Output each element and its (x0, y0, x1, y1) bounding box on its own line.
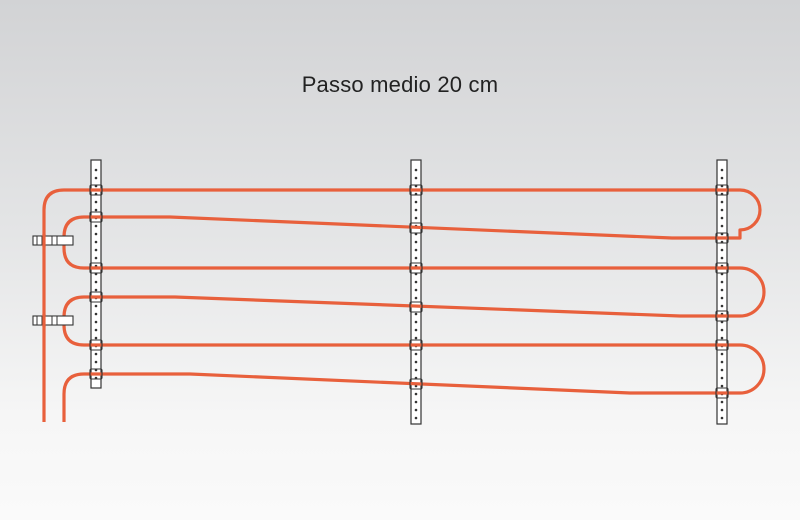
rail-hole (720, 328, 724, 332)
rail-hole (720, 280, 724, 284)
rail-hole (94, 280, 98, 284)
rail-hole (720, 208, 724, 212)
rail-hole (94, 248, 98, 252)
rail-hole (94, 360, 98, 364)
rail-hole (414, 288, 418, 292)
rail-hole (720, 336, 724, 340)
rail-hole (720, 360, 724, 364)
rail-hole (94, 352, 98, 356)
rail-hole (414, 408, 418, 412)
rail-hole (414, 392, 418, 396)
rail-hole (720, 408, 724, 412)
rail-hole (94, 256, 98, 260)
rail-hole (414, 240, 418, 244)
rail-hole (720, 384, 724, 388)
rail-hole (414, 320, 418, 324)
pipe-clip (89, 368, 103, 380)
rail-hole (94, 208, 98, 212)
pipe-clip (409, 378, 423, 390)
rail-hole (414, 296, 418, 300)
rail-hole (94, 168, 98, 172)
rail-hole (94, 240, 98, 244)
pipe-clip (89, 211, 103, 223)
pipe-clip (715, 262, 729, 274)
rail-hole (720, 400, 724, 404)
pipe-clip (89, 291, 103, 303)
rail-hole (94, 304, 98, 308)
pipe-clip (89, 262, 103, 274)
rail-hole (414, 368, 418, 372)
rail-hole (94, 328, 98, 332)
rail-hole (414, 360, 418, 364)
rail-middle (410, 159, 422, 425)
rail-hole (94, 232, 98, 236)
rail-hole (414, 416, 418, 420)
rail-hole (720, 248, 724, 252)
rail-hole (720, 296, 724, 300)
pipe-clip (409, 222, 423, 234)
pipe-clip (409, 184, 423, 196)
rail-hole (720, 288, 724, 292)
pipe-clip (89, 184, 103, 196)
rail-hole (94, 224, 98, 228)
rail-hole (414, 208, 418, 212)
heating-pipe (42, 188, 766, 422)
rail-hole (720, 168, 724, 172)
rail-hole (94, 320, 98, 324)
rail-hole (720, 416, 724, 420)
side-bracket-lower (32, 314, 74, 327)
pipe-clips (89, 184, 729, 399)
rail-hole (414, 248, 418, 252)
rail-hole (414, 168, 418, 172)
pipe-clip (715, 387, 729, 399)
rail-hole (414, 176, 418, 180)
rail-hole (720, 216, 724, 220)
rail-hole (720, 376, 724, 380)
side-bracket-upper (32, 234, 74, 247)
rail-hole (414, 280, 418, 284)
rail-right (716, 159, 728, 425)
rail-hole (414, 336, 418, 340)
rail-hole (94, 336, 98, 340)
pipe-clip (409, 301, 423, 313)
rail-hole (720, 368, 724, 372)
rail-hole (720, 176, 724, 180)
rail-hole (414, 312, 418, 316)
rail-hole (720, 256, 724, 260)
rail-hole (720, 200, 724, 204)
pipe-clip (409, 339, 423, 351)
diagram-title: Passo medio 20 cm (301, 72, 499, 97)
rail-middle-holes (414, 168, 418, 420)
pipe-clip (409, 262, 423, 274)
rail-hole (414, 256, 418, 260)
pipe-clip (715, 232, 729, 244)
rail-hole (414, 328, 418, 332)
rail-hole (414, 216, 418, 220)
rail-hole (94, 200, 98, 204)
rail-hole (414, 200, 418, 204)
rail-hole (94, 288, 98, 292)
rail-hole (94, 176, 98, 180)
pipe-clip (715, 310, 729, 322)
rail-hole (94, 312, 98, 316)
rail-hole (720, 304, 724, 308)
rail-hole (720, 224, 724, 228)
pipe-clip (89, 339, 103, 351)
rail-hole (414, 352, 418, 356)
pipe-clip (715, 184, 729, 196)
rail-hole (414, 400, 418, 404)
pipe-clip (715, 339, 729, 351)
rail-hole (720, 352, 724, 356)
